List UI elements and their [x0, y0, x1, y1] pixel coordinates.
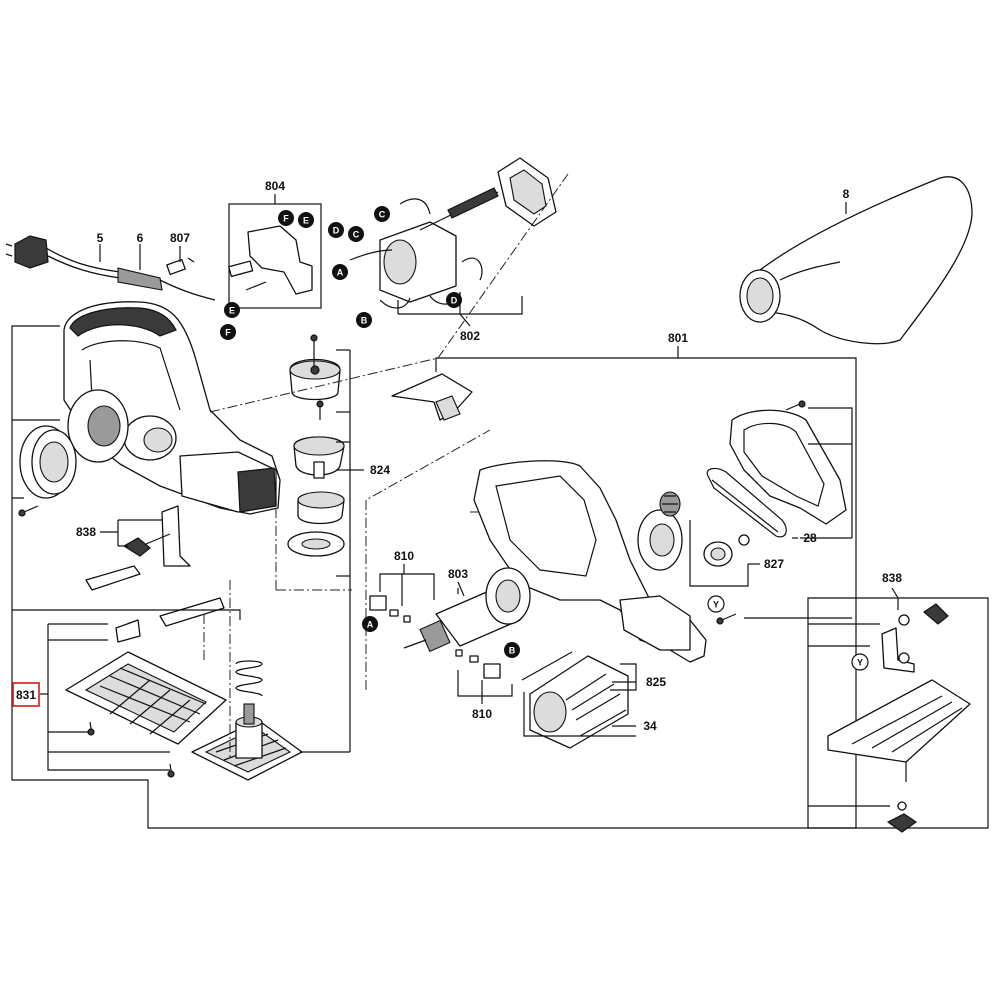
sole-plate-part[interactable] — [65, 651, 227, 745]
callout-B-brush: B — [504, 642, 520, 658]
callout-C-field: C — [374, 206, 390, 222]
field-stator-part[interactable] — [349, 187, 499, 309]
svg-text:D: D — [451, 296, 458, 306]
knob-nut-part[interactable] — [297, 491, 345, 525]
cable-sleeve-part[interactable] — [117, 267, 216, 301]
svg-text:E: E — [229, 306, 235, 316]
fence-knob-part[interactable] — [898, 603, 949, 626]
power-cord-part[interactable] — [5, 235, 121, 279]
svg-text:Y: Y — [713, 600, 719, 610]
post-part[interactable] — [235, 703, 263, 759]
armature-part[interactable] — [403, 567, 531, 653]
fence-bracket-part[interactable] — [122, 505, 191, 567]
label-838-right[interactable]: 838 — [882, 571, 902, 585]
label-825[interactable]: 825 — [646, 675, 666, 689]
callout-F-top: F — [278, 210, 294, 226]
svg-text:C: C — [379, 210, 386, 220]
callout-E-top: E — [298, 212, 314, 228]
callout-C-switch: C — [348, 226, 364, 242]
svg-text:D: D — [333, 226, 340, 236]
callout-Y-fence: Y — [851, 653, 869, 671]
label-6[interactable]: 6 — [137, 231, 144, 245]
label-5[interactable]: 5 — [97, 231, 104, 245]
callout-B-field: B — [356, 312, 372, 328]
leader-lines — [40, 194, 899, 727]
screw-part[interactable] — [87, 721, 175, 778]
svg-text:E: E — [303, 216, 309, 226]
fence-nut-part[interactable] — [886, 801, 918, 833]
svg-text:B: B — [509, 646, 516, 656]
callout-Y-housing: Y — [707, 595, 725, 613]
frame-lines — [11, 325, 857, 829]
label-807[interactable]: 807 — [170, 231, 190, 245]
label-34[interactable]: 34 — [643, 719, 657, 733]
belt-cover-part[interactable] — [729, 400, 847, 525]
drive-pulley-part[interactable] — [19, 425, 77, 499]
fence-plate-part[interactable] — [827, 679, 971, 782]
svg-text:Y: Y — [857, 658, 863, 668]
screw-part[interactable] — [716, 613, 737, 625]
callout-A-brush: A — [362, 616, 378, 632]
baffle-ring-part[interactable] — [497, 157, 557, 227]
field-bracket — [398, 296, 523, 315]
label-801[interactable]: 801 — [668, 331, 688, 345]
callout-E-cord: E — [224, 302, 240, 318]
label-28[interactable]: 28 — [803, 531, 817, 545]
stator-coil-part[interactable] — [529, 655, 629, 749]
assembly-line — [209, 173, 569, 413]
label-838-left[interactable]: 838 — [76, 525, 96, 539]
svg-text:F: F — [283, 214, 289, 224]
fence-group-frame — [807, 597, 989, 829]
svg-text:C: C — [353, 230, 360, 240]
callout-A-field: A — [332, 264, 348, 280]
label-8[interactable]: 8 — [843, 187, 850, 201]
svg-text:A: A — [367, 620, 374, 630]
label-824[interactable]: 824 — [370, 463, 390, 477]
planer-housing-part[interactable] — [63, 301, 281, 515]
svg-text:F: F — [225, 328, 231, 338]
screw-part[interactable] — [18, 505, 39, 517]
spring-part[interactable] — [235, 660, 263, 697]
label-802[interactable]: 802 — [460, 329, 480, 343]
label-831-highlighted[interactable]: 831 — [12, 682, 40, 707]
motor-housing-part[interactable] — [473, 460, 707, 663]
guide-rail-part[interactable] — [85, 565, 225, 643]
label-804[interactable]: 804 — [265, 179, 285, 193]
highlight-box — [12, 682, 40, 707]
label-827[interactable]: 827 — [764, 557, 784, 571]
knob-spindle-part[interactable] — [293, 400, 345, 479]
drive-belt-part[interactable] — [706, 467, 787, 538]
callout-F-cord: F — [220, 324, 236, 340]
dust-bag-part[interactable] — [739, 176, 973, 345]
cable-clamp-part[interactable] — [166, 257, 195, 276]
wedge-cover-part[interactable] — [391, 373, 473, 421]
svg-text:B: B — [361, 316, 368, 326]
label-810-top[interactable]: 810 — [394, 549, 414, 563]
fence-bracket-part[interactable] — [881, 627, 915, 673]
brush-holder-part[interactable] — [369, 595, 501, 679]
callout-D-field: D — [446, 292, 462, 308]
label-810-bottom[interactable]: 810 — [472, 707, 492, 721]
callout-D-switch: D — [328, 222, 344, 238]
label-831[interactable]: 831 — [16, 688, 36, 702]
depth-knob-part[interactable] — [289, 334, 341, 401]
gear-part[interactable] — [659, 491, 681, 517]
label-803[interactable]: 803 — [448, 567, 468, 581]
knob-ring-part[interactable] — [287, 531, 345, 557]
svg-text:A: A — [337, 268, 344, 278]
pulley-part[interactable] — [703, 534, 750, 567]
